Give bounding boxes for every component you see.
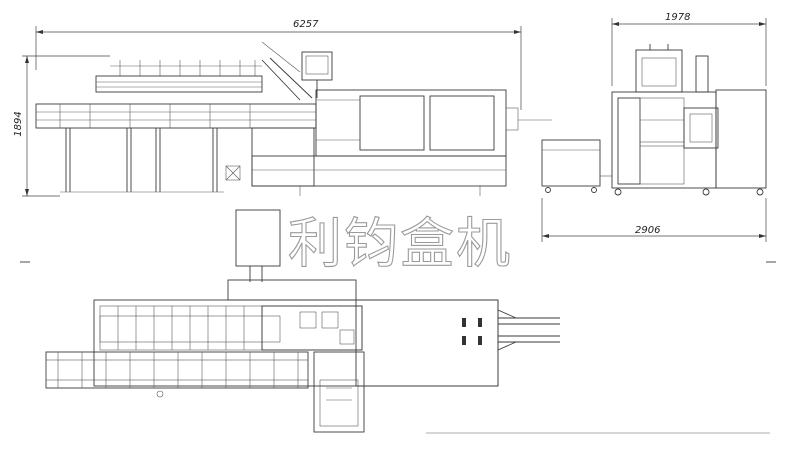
side-elevation-view: 1978 2906: [541, 12, 767, 242]
watermark-text: 利钧盒机: [288, 212, 512, 275]
dimension-base-width: 2906: [635, 225, 660, 236]
front-elevation-view: 6257 1894: [13, 19, 552, 197]
dimension-overall-length: 6257: [293, 19, 319, 30]
dimension-side-width: 1978: [665, 12, 690, 23]
dimension-overall-height: 1894: [13, 111, 24, 136]
plan-view: [20, 209, 776, 434]
